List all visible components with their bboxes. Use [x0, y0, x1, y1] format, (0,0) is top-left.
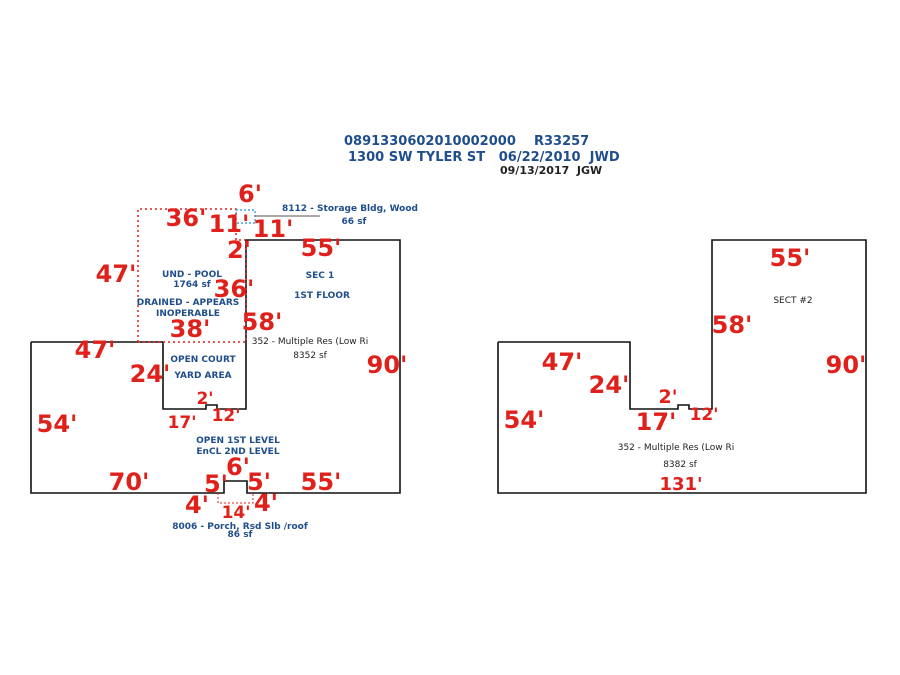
- dim-2-notch: 2': [196, 389, 213, 409]
- dim-11-storage-right: 11': [253, 215, 294, 243]
- s2-dim-12: 12': [690, 405, 719, 425]
- section1-res-area: 8352 sf: [293, 351, 327, 361]
- dim-47-left: 47': [75, 336, 116, 364]
- porch-outline: [217, 493, 254, 504]
- storage-label-1: 8112 - Storage Bldg, Wood: [282, 204, 418, 214]
- dim-5-left: 5': [204, 470, 228, 498]
- pool-label-3: DRAINED - APPEARS: [137, 298, 240, 308]
- pool-label-2: 1764 sf: [173, 280, 211, 290]
- court-label-1: OPEN COURT: [170, 355, 236, 365]
- dim-17: 17': [168, 413, 197, 433]
- storage-label-2: 66 sf: [342, 217, 367, 227]
- s2-dim-55: 55': [770, 244, 811, 272]
- address-date-line: 1300 SW TYLER ST 06/22/2010 JWD: [348, 150, 620, 165]
- section2-res-area: 8382 sf: [663, 460, 697, 470]
- dim-47-pool-left: 47': [96, 260, 137, 288]
- revision-date-line: 09/13/2017 JGW: [500, 164, 603, 177]
- dim-4-right: 4': [254, 489, 278, 517]
- s2-dim-2: 2': [658, 386, 677, 408]
- section2-outline: [497, 239, 867, 494]
- dim-58: 58': [242, 308, 283, 336]
- section1-floor-label: 1ST FLOOR: [294, 291, 350, 301]
- dim-36-pool-top: 36': [166, 204, 207, 232]
- dim-12: 12': [212, 406, 241, 426]
- dim-38-pool-bottom: 38': [170, 315, 211, 343]
- pool-label-4: INOPERABLE: [156, 309, 220, 319]
- dim-54: 54': [37, 410, 78, 438]
- dim-70: 70': [109, 468, 150, 496]
- section1-label: SEC 1: [306, 271, 335, 281]
- dim-24: 24': [130, 360, 171, 388]
- dim-11-storage-left: 11': [209, 210, 250, 238]
- open-level-label-1: OPEN 1ST LEVEL: [196, 436, 280, 446]
- pool-outline: [137, 208, 247, 343]
- s2-dim-131: 131': [659, 474, 702, 495]
- dim-36-pool-right: 36': [214, 275, 255, 303]
- porch-label-1: 8006 - Porch, Rsd Slb /roof: [172, 522, 308, 532]
- section1-res-label: 352 - Multiple Res (Low Ri: [252, 337, 369, 347]
- section2-res-label: 352 - Multiple Res (Low Ri: [618, 443, 735, 453]
- court-label-2: YARD AREA: [173, 371, 231, 381]
- s2-dim-24: 24': [589, 371, 630, 399]
- section2-label: SECT #2: [773, 296, 812, 306]
- pool-label-1: UND - POOL: [162, 270, 222, 280]
- open-level-label-2: EnCL 2ND LEVEL: [196, 447, 279, 457]
- dim-4-left: 4': [185, 491, 209, 519]
- dim-6-storage: 6': [238, 180, 262, 208]
- s2-dim-17: 17': [636, 408, 677, 436]
- s2-dim-47: 47': [542, 348, 583, 376]
- parcel-number-line: 089133060201000200​0 R33257: [344, 134, 590, 149]
- dim-2-top: 2': [227, 236, 251, 264]
- porch-label-2: 86 sf: [228, 530, 253, 540]
- dim-55-top: 55': [301, 234, 342, 262]
- dim-90: 90': [367, 351, 408, 379]
- dim-5-right: 5': [247, 468, 271, 496]
- s2-dim-90: 90': [826, 351, 867, 379]
- dim-6-porch: 6': [226, 453, 250, 481]
- s2-dim-54: 54': [504, 406, 545, 434]
- dim-14: 14': [222, 503, 251, 523]
- s2-dim-58: 58': [712, 311, 753, 339]
- dim-55-bottom: 55': [301, 468, 342, 496]
